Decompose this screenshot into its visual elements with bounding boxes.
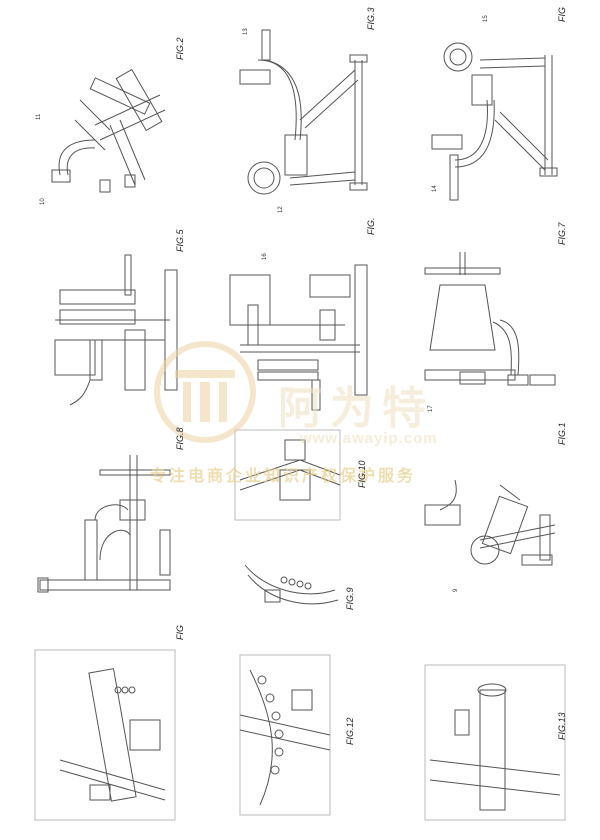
fig3-drawing bbox=[239, 29, 368, 195]
fig2-label: FIG.2 bbox=[175, 37, 185, 60]
ref-15: 15 bbox=[483, 15, 489, 22]
fig12-drawing bbox=[239, 654, 331, 816]
fig9-drawing bbox=[244, 564, 339, 605]
fig-mid-drawing bbox=[229, 264, 368, 411]
ref-9: 9 bbox=[453, 588, 459, 592]
ref-17: 17 bbox=[428, 405, 434, 412]
watermark-slogan: 专注电商企业知识产权保护服务 bbox=[150, 468, 417, 485]
ref-14: 14 bbox=[432, 185, 438, 192]
fig5-label: FIG.5 bbox=[175, 229, 185, 252]
fig10-label: FIG.10 bbox=[357, 460, 367, 488]
fig10-drawing bbox=[234, 429, 341, 521]
fig5-drawing bbox=[54, 254, 178, 406]
fig13-drawing bbox=[424, 664, 566, 821]
fig12-label: FIG.12 bbox=[345, 717, 355, 745]
ref-13: 13 bbox=[243, 28, 249, 35]
ref-16: 16 bbox=[262, 253, 268, 260]
ref-10: 10 bbox=[40, 198, 46, 205]
watermark-logo bbox=[154, 341, 256, 443]
fig6-drawing bbox=[431, 42, 558, 201]
fig8-label: FIG.8 bbox=[175, 427, 185, 450]
fig4-label: FIG bbox=[175, 625, 185, 640]
fig13-label: FIG.13 bbox=[557, 712, 567, 740]
watermark-url: www.awayip.com bbox=[300, 430, 438, 447]
fig-top-right-label: FIG bbox=[557, 7, 567, 22]
fig2-drawing bbox=[51, 68, 166, 193]
fig8-drawing bbox=[37, 455, 171, 593]
fig7-drawing bbox=[424, 479, 556, 566]
ref-11: 11 bbox=[36, 113, 42, 120]
fig7-label: FIG.7 bbox=[557, 222, 567, 245]
fig6-label: FIG. bbox=[366, 217, 376, 236]
fig9-label: FIG.9 bbox=[345, 587, 355, 610]
fig3-label: FIG.3 bbox=[366, 7, 376, 30]
fig1-label: FIG.1 bbox=[557, 422, 567, 445]
watermark-cn-name: 阿为特 bbox=[278, 384, 434, 433]
fig1-drawing bbox=[424, 252, 556, 386]
fig4-drawing bbox=[34, 649, 176, 821]
ref-12: 12 bbox=[278, 206, 284, 213]
